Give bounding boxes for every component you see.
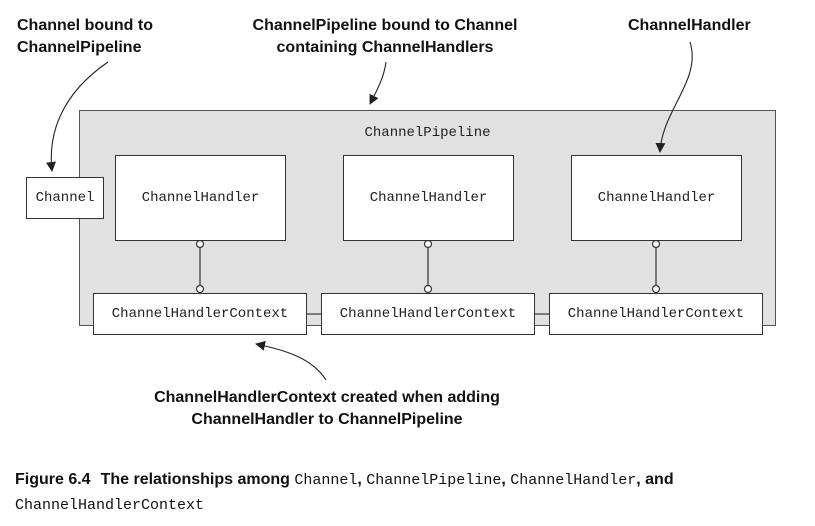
context-label-3: ChannelHandlerContext [567, 306, 745, 322]
callout-handler: ChannelHandler [628, 15, 751, 37]
caption-separator-2: , [501, 471, 511, 488]
callout-channel-bound-line-2: ChannelPipeline [17, 39, 142, 56]
caption-separator-1: , [357, 471, 367, 488]
caption-separator-3: , and [636, 471, 674, 488]
caption-term-channel: Channel [294, 472, 358, 489]
caption-term-pipeline: ChannelPipeline [366, 472, 502, 489]
figure-number: Figure 6.4 [15, 471, 91, 488]
channel-handler-3: ChannelHandler [571, 155, 742, 241]
figure-caption: Figure 6.4 The relationships among Channe… [15, 468, 805, 518]
callout-context-created-line-1: ChannelHandlerContext created when addin… [154, 389, 500, 406]
callout-context-created: ChannelHandlerContext created when addin… [134, 387, 520, 431]
channel-box: Channel [26, 177, 104, 219]
handler-label-1: ChannelHandler [141, 190, 260, 206]
handler-context-links [195, 239, 661, 294]
callout-channel-bound: Channel bound to ChannelPipeline [17, 15, 153, 59]
pipeline-label: ChannelPipeline [364, 125, 491, 141]
arrow-channel [46, 61, 109, 172]
callout-channel-bound-line-1: Channel bound to [17, 17, 153, 34]
callout-pipeline-bound-line-1: ChannelPipeline bound to Channel [252, 17, 518, 34]
channel-handler-context-2: ChannelHandlerContext [321, 293, 535, 335]
caption-lead: The relationships among [100, 471, 290, 488]
context-label-1: ChannelHandlerContext [111, 306, 289, 322]
callout-handler-line: ChannelHandler [628, 17, 751, 34]
link-dot-top-2 [423, 239, 433, 249]
link-dot-bottom-1 [195, 284, 205, 294]
channel-handler-context-3: ChannelHandlerContext [549, 293, 763, 335]
handler-label-3: ChannelHandler [597, 190, 716, 206]
channel-label: Channel [35, 190, 95, 206]
channel-handler-context-1: ChannelHandlerContext [93, 293, 307, 335]
link-dot-bottom-3 [651, 284, 661, 294]
callout-arrows [46, 41, 693, 381]
context-label-2: ChannelHandlerContext [339, 306, 517, 322]
link-dot-bottom-2 [423, 284, 433, 294]
arrow-handler [655, 41, 693, 153]
link-dot-top-3 [651, 239, 661, 249]
arrow-pipeline [369, 61, 387, 105]
arrow-context [255, 340, 327, 381]
caption-term-handler: ChannelHandler [510, 472, 637, 489]
callout-context-created-line-2: ChannelHandler to ChannelPipeline [191, 411, 463, 428]
callout-pipeline-bound-line-2: containing ChannelHandlers [276, 39, 494, 56]
callout-pipeline-bound: ChannelPipeline bound to Channel contain… [245, 15, 525, 59]
caption-term-context: ChannelHandlerContext [15, 497, 205, 514]
channel-handler-2: ChannelHandler [343, 155, 514, 241]
link-dot-top-1 [195, 239, 205, 249]
handler-label-2: ChannelHandler [369, 190, 488, 206]
channel-handler-1: ChannelHandler [115, 155, 286, 241]
